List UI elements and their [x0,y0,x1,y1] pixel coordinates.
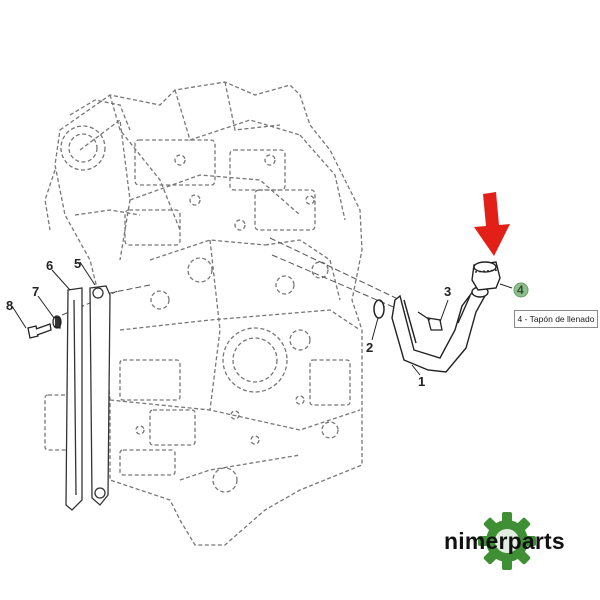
part-2-o-ring [373,299,385,319]
part-7-washer [52,315,62,329]
tooltip-label: 4 - Tapón de llenado [517,314,595,324]
engine-block-drawing [44,81,363,546]
brand-logo: nimerparts [442,510,592,570]
callout-4[interactable]: 4 [517,283,524,297]
part-1-filler-tube [391,286,489,373]
callout-6[interactable]: 6 [46,258,53,273]
arrow-down-icon [474,192,510,256]
gear-icon [478,512,536,570]
callout-4-highlight[interactable]: 4 [513,282,529,298]
part-tooltip: 4 - Tapón de llenado [514,310,598,328]
leader-lines [11,261,513,376]
part-3-bolt [417,311,443,331]
callout-1[interactable]: 1 [418,374,425,389]
part-6-gasket [65,287,83,511]
callout-3[interactable]: 3 [444,284,451,299]
assembly-lines [61,237,406,316]
callout-8[interactable]: 8 [6,298,13,313]
brand-logo-text: nimerparts [444,528,565,554]
callout-5[interactable]: 5 [74,256,81,271]
part-5-cover-plate [89,285,111,506]
part-8-bolt [27,323,52,339]
callout-2[interactable]: 2 [366,340,373,355]
part-4-filler-cap [471,261,501,291]
callout-7[interactable]: 7 [32,284,39,299]
